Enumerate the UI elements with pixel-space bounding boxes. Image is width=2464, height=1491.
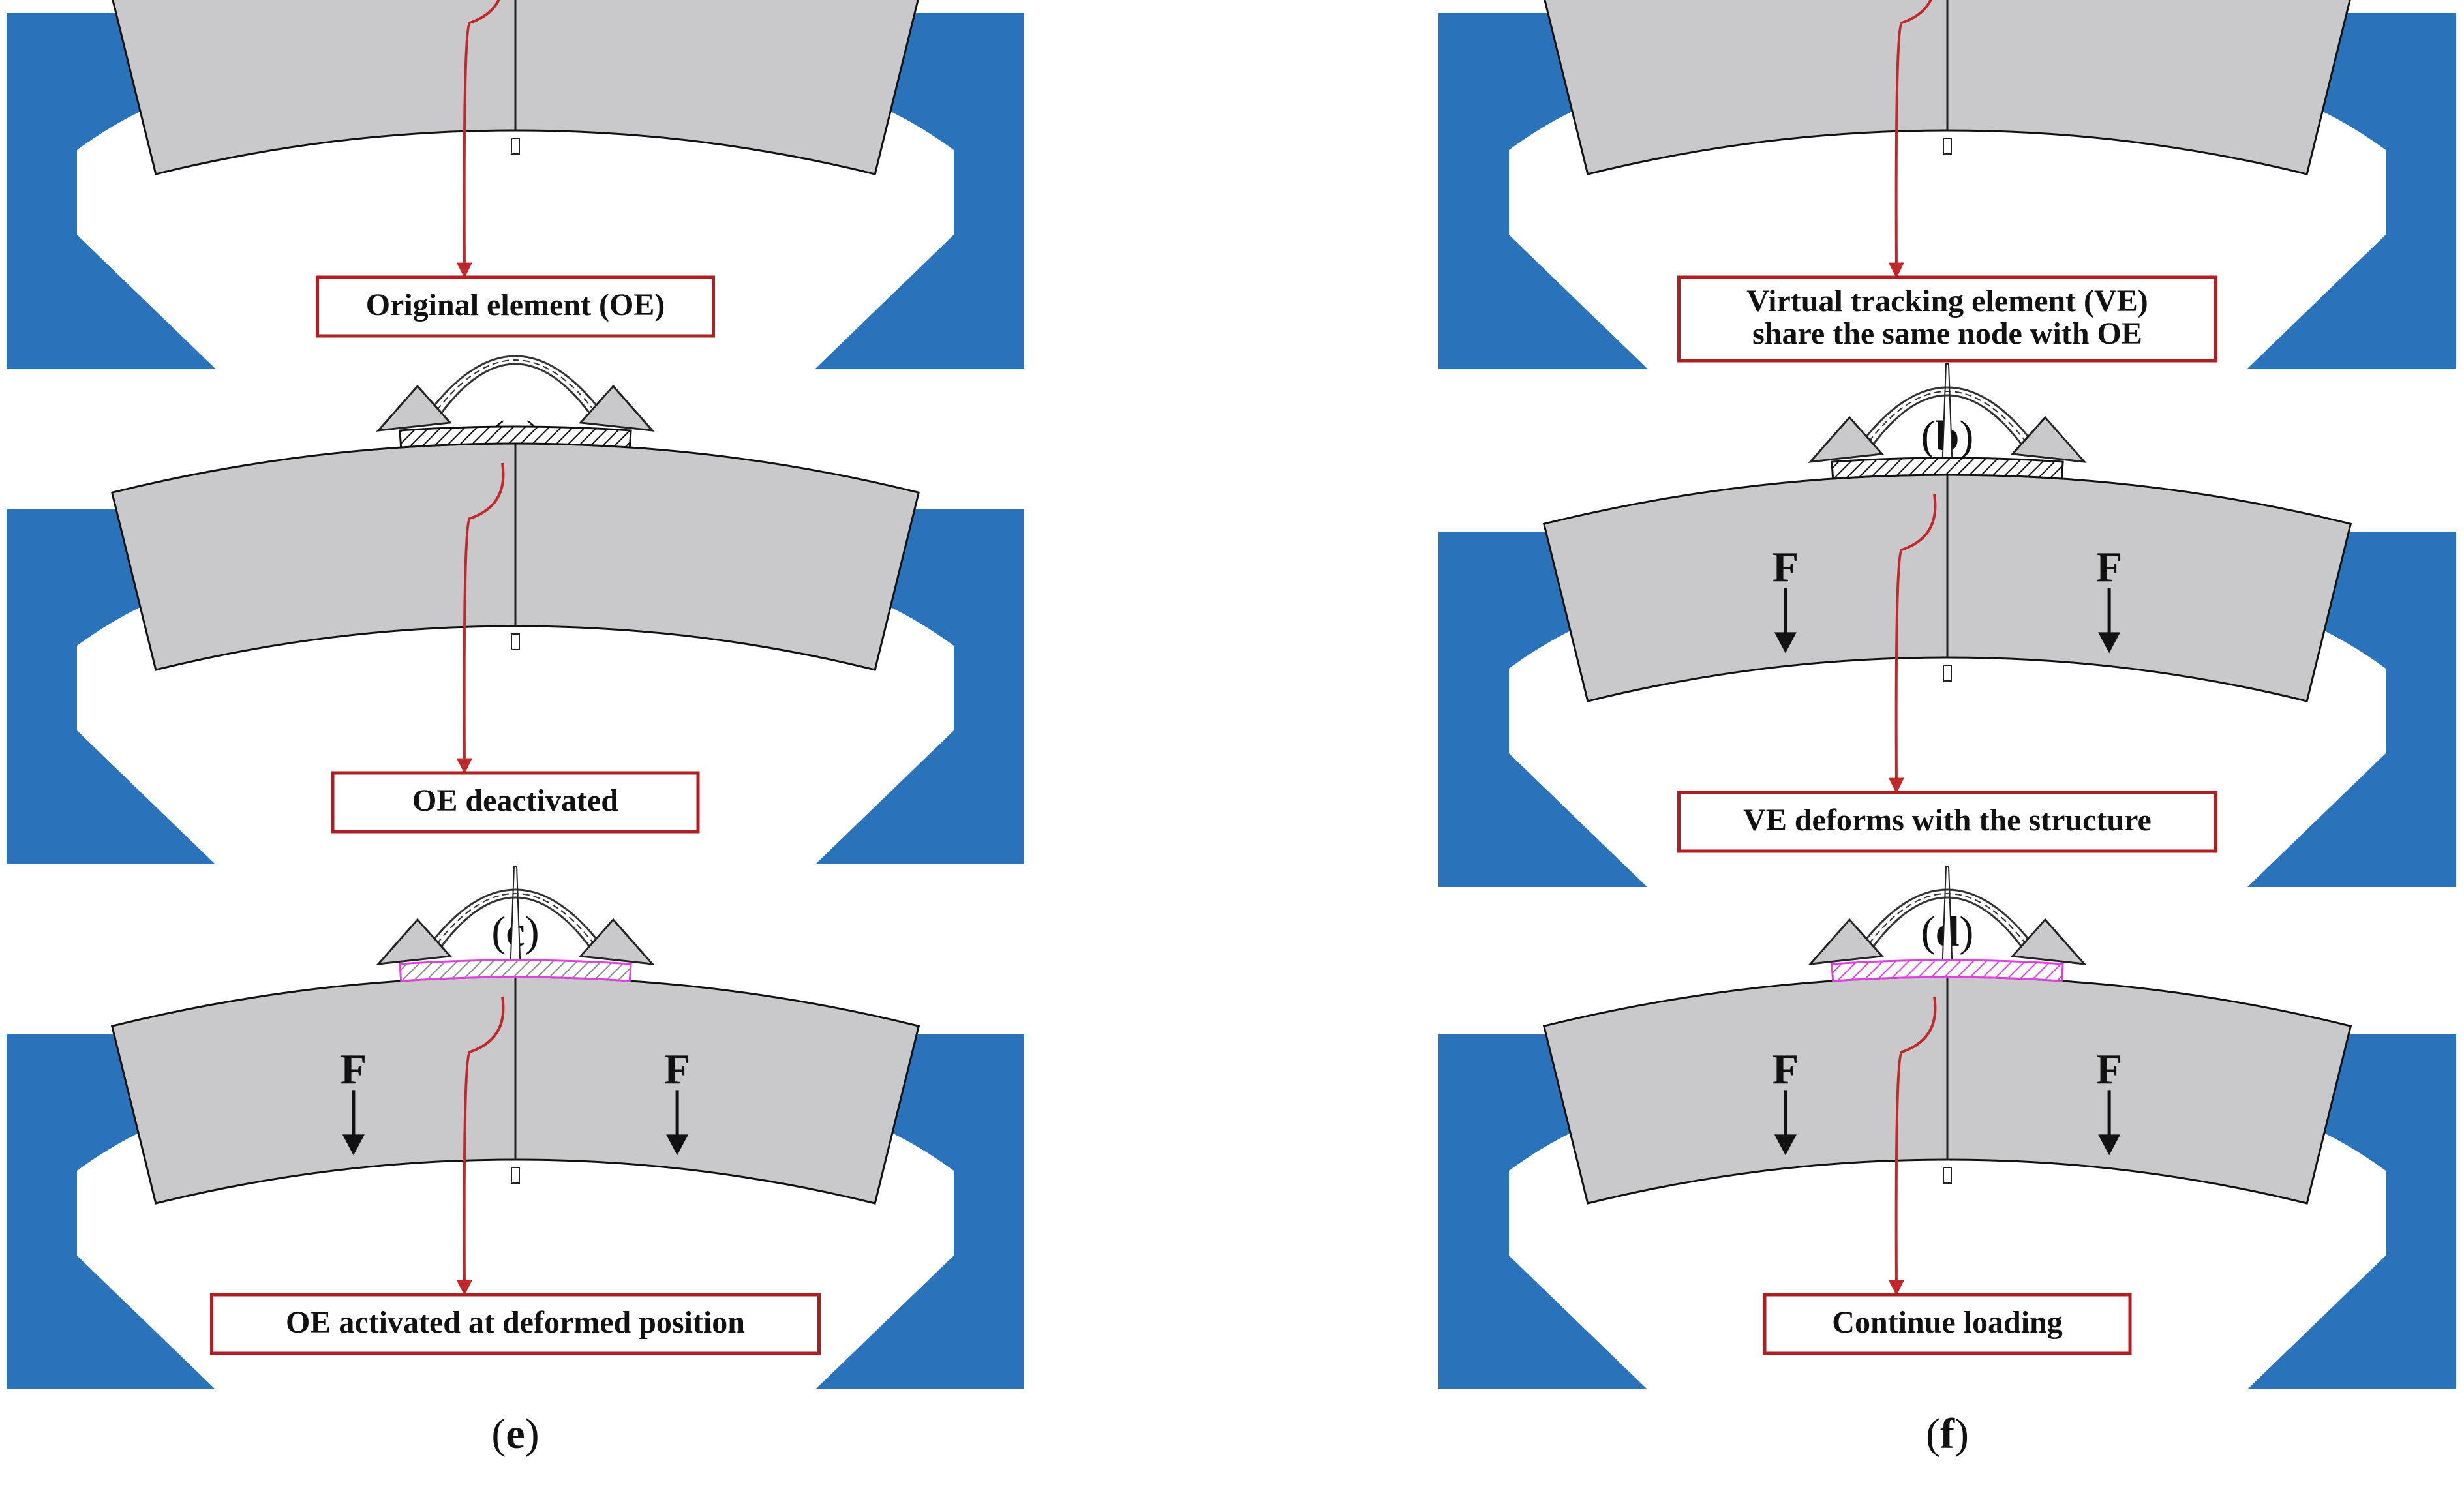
callout-box [316, 275, 715, 338]
callout-box [210, 1293, 821, 1355]
right-support [2247, 13, 2456, 369]
joint-opening [1941, 363, 1954, 473]
bolt-arch [423, 888, 608, 953]
joint-opening [509, 866, 522, 975]
panel-caption: (f) [1926, 1410, 1969, 1458]
callout-arrow [1888, 494, 1937, 794]
force-arrowhead [1774, 632, 1797, 654]
force-label: F [1772, 543, 1799, 591]
left-support [7, 1034, 215, 1389]
callout-label: Virtual tracking element (VE) [1746, 284, 2148, 318]
bolt-arch [430, 359, 601, 419]
bolt-arch [436, 363, 595, 419]
right-support [2247, 1034, 2456, 1389]
left-support [1438, 13, 1647, 369]
bolt-arch [436, 896, 595, 953]
bolt-icon [511, 1167, 520, 1184]
callout-label: Original element (OE) [366, 288, 665, 322]
bolt-arch [1868, 394, 2027, 451]
left-bolt-box [376, 384, 453, 432]
joint-opening [1941, 866, 1954, 975]
callout-arrow [1888, 0, 1932, 279]
right-support [815, 1034, 1024, 1389]
callout-label: VE deforms with the structure [1743, 803, 2152, 837]
panel-a: Original element (OE)(a) [7, 0, 1024, 460]
bolt-arch [1862, 893, 2033, 953]
callout-label: OE deactivated [412, 783, 618, 818]
panel-e: OE activated at deformed position F F (e) [7, 866, 1024, 1458]
bolt-arch [1868, 896, 2027, 953]
force-label: F [1772, 1046, 1799, 1093]
callout-label: Continue loading [1832, 1305, 2062, 1340]
force-label: F [2096, 543, 2122, 591]
left-support [1438, 1034, 1647, 1389]
callout-arrow [456, 0, 500, 279]
bolt-icon [1943, 1167, 1952, 1184]
bolt-arch [1855, 386, 2040, 451]
bolt-icon [511, 138, 520, 155]
bolt-arch [1855, 888, 2040, 953]
right-support [2247, 532, 2456, 887]
force-arrowhead [666, 1134, 689, 1156]
callout-arrow [456, 996, 505, 1296]
strengthening-element [1831, 457, 2064, 480]
left-bolt-box [1808, 415, 1885, 463]
callout-arrow [456, 462, 505, 774]
callout-label: OE activated at deformed position [286, 1305, 745, 1340]
force-label: F [664, 1046, 690, 1093]
force-arrowhead [2098, 1134, 2121, 1156]
bolt-arch [1862, 391, 2033, 451]
strengthening-element [399, 959, 632, 982]
bolt-icon [511, 633, 520, 650]
right-support [815, 509, 1024, 864]
force-arrowhead [2098, 632, 2121, 654]
bolt-arch [430, 893, 601, 953]
callout-box [1677, 791, 2217, 853]
strengthening-element [399, 425, 632, 449]
callout-box [1763, 1293, 2132, 1355]
right-bolt-box [2010, 415, 2087, 463]
left-support [7, 13, 215, 369]
panel-caption: (e) [491, 1410, 539, 1458]
strengthening-element [1831, 959, 2064, 982]
force-label: F [2096, 1046, 2122, 1093]
bolt-icon [1943, 665, 1952, 682]
right-bolt-box [578, 384, 655, 432]
force-arrowhead [1774, 1134, 1797, 1156]
right-support [815, 13, 1024, 369]
panel-b: Virtual tracking element (VE)share the s… [1438, 0, 2456, 460]
bolt-icon [1943, 138, 1952, 155]
left-bolt-box [376, 918, 453, 965]
force-arrowhead [342, 1134, 365, 1156]
panel-c: OE deactivated(c) [7, 355, 1024, 956]
panel-f: Continue loading F F (f) [1438, 866, 2456, 1458]
right-bolt-box [2010, 918, 2087, 965]
force-label: F [341, 1046, 367, 1093]
left-bolt-box [1808, 918, 1885, 965]
callout-box [331, 771, 700, 834]
callout-box [1677, 275, 2217, 363]
callout-label: share the same node with OE [1752, 316, 2142, 351]
callout-arrow [1888, 996, 1937, 1296]
bolt-arch [423, 355, 608, 419]
left-support [7, 509, 215, 864]
right-bolt-box [578, 918, 655, 965]
left-support [1438, 532, 1647, 887]
